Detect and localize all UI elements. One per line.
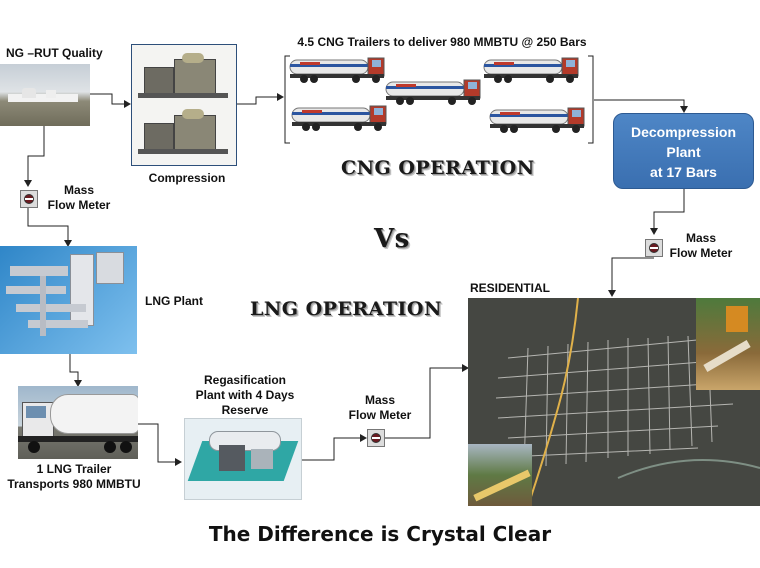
arrow-trailer-to-regas (138, 423, 182, 466)
mass-flow-meter-icon (645, 239, 663, 257)
arrow-meter-to-lng-plant (27, 208, 72, 247)
cng-trailers-caption: 4.5 CNG Trailers to deliver 980 MMBTU @ … (297, 35, 587, 49)
mass-flow-meter-left-label: Mass Flow Meter (36, 183, 122, 213)
arrow-source-to-meter (24, 126, 45, 187)
arrow-lng-plant-to-trailer (69, 354, 82, 387)
mass-flow-meter-icon (20, 190, 38, 208)
street-grid-overlay (495, 298, 760, 506)
cng-trailer-icon (289, 57, 385, 84)
regasification-label-line-1: Regasification (203, 373, 287, 387)
lng-plant-image (0, 246, 137, 354)
cng-trailer-icon (483, 57, 579, 84)
compression-label: Compression (148, 171, 226, 185)
lng-trailer-label-line-1: 1 LNG Trailer (36, 462, 112, 476)
mass-flow-meter-right-label: Mass Flow Meter (662, 231, 740, 261)
arrow-compression-to-trailers (236, 93, 284, 105)
mass-flow-meter-bottom-line-2: Flow Meter (348, 408, 412, 422)
arrow-meter-to-residential-bottom (384, 364, 469, 439)
lng-plant-label: LNG Plant (145, 294, 204, 308)
pipeline-construction-photo (696, 298, 760, 390)
arrow-trailers-to-decompression (594, 99, 688, 113)
mass-flow-meter-bottom-label: Mass Flow Meter (340, 393, 420, 423)
decompression-plant-box: Decompression Plant at 17 Bars (613, 113, 754, 189)
compression-box (131, 44, 237, 166)
decompression-line-3: at 17 Bars (650, 164, 717, 180)
mass-flow-meter-icon (367, 429, 385, 447)
regasification-label-line-3: Reserve (221, 403, 269, 417)
gas-field-photo (0, 64, 90, 126)
mass-flow-meter-left-line-2: Flow Meter (47, 198, 111, 212)
decompression-line-2: Plant (666, 144, 701, 160)
footer-tagline: The Difference is Crystal Clear (208, 522, 552, 546)
residential-aerial-map (468, 298, 760, 506)
trailer-bracket-right (588, 55, 594, 144)
cng-trailer-icon (489, 107, 585, 134)
cng-trailer-icon (385, 79, 481, 106)
source-label: NG –RUT Quality (6, 46, 103, 60)
cng-trailer-icon (291, 105, 387, 132)
lng-trailer-label: 1 LNG Trailer Transports 980 MMBTU (0, 462, 148, 492)
residential-label: RESIDENTIAL (470, 281, 551, 295)
arrow-source-to-compression (90, 93, 131, 108)
regasification-label-line-2: Plant with 4 Days (195, 388, 295, 402)
lng-trailer-label-line-2: Transports 980 MMBTU (7, 477, 141, 491)
compressor-unit-top-icon (138, 51, 228, 99)
decompression-line-1: Decompression (630, 124, 737, 140)
mass-flow-meter-bottom-line-1: Mass (364, 393, 396, 407)
mass-flow-meter-left-line-1: Mass (63, 183, 95, 197)
compressor-unit-bottom-icon (138, 107, 228, 155)
cng-trailers-group (289, 57, 585, 134)
arrow-regas-to-meter (300, 434, 367, 461)
cng-operation-title: CNG OPERATION (341, 157, 535, 179)
trailer-bracket-left (284, 55, 290, 144)
pipeline-trench-photo (468, 444, 532, 506)
arrow-decompression-to-meter (650, 189, 685, 235)
arrow-meter-to-residential (608, 257, 654, 297)
lng-trailer-photo (18, 386, 138, 459)
mass-flow-meter-right-line-2: Flow Meter (669, 246, 733, 260)
vs-text: Vs (374, 224, 410, 254)
regasification-label: Regasification Plant with 4 Days Reserve (186, 373, 304, 418)
lng-operation-title: LNG OPERATION (250, 298, 442, 320)
regasification-plant-image (184, 418, 302, 500)
mass-flow-meter-right-line-1: Mass (685, 231, 717, 245)
